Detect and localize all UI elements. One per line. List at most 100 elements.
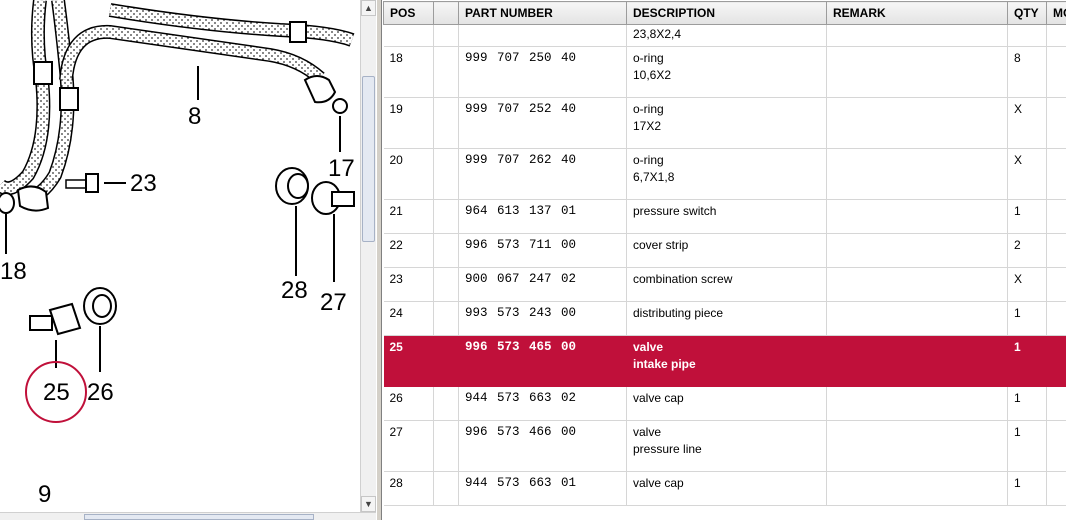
callout-18[interactable]: 18	[0, 258, 27, 285]
header-blank[interactable]	[433, 1, 459, 25]
cell-part-number: 944 573 663 01	[458, 471, 627, 506]
cell-qty: 8	[1007, 46, 1047, 98]
cell-blank	[433, 233, 459, 268]
cell-qty: X	[1007, 97, 1047, 149]
description-line-2: 17X2	[633, 119, 662, 133]
cell-remark	[826, 97, 1008, 149]
cell-pos: 21	[383, 199, 434, 234]
header-mo[interactable]: MO	[1046, 1, 1066, 25]
scrollbar-thumb[interactable]	[362, 76, 375, 242]
callout-26[interactable]: 26	[87, 379, 114, 406]
header-remark[interactable]: REMARK	[826, 1, 1008, 25]
cell-part-number: 964 613 137 01	[458, 199, 627, 234]
callout-27[interactable]: 27	[320, 289, 347, 316]
description-line-1: combination screw	[633, 272, 733, 286]
header-description[interactable]: DESCRIPTION	[626, 1, 827, 25]
description-line-1: valve cap	[633, 476, 684, 490]
scroll-down-icon[interactable]: ▼	[361, 496, 376, 512]
callout-28[interactable]: 28	[281, 277, 308, 304]
callout-8[interactable]: 8	[188, 103, 201, 130]
cell-mo	[1046, 199, 1066, 234]
header-pos[interactable]: POS	[383, 1, 434, 25]
cell-part-number: 999 707 250 40	[458, 46, 627, 98]
cell-blank	[433, 199, 459, 234]
parts-diagram[interactable]: 8 17 23 18 28 27 25 26 9	[0, 0, 360, 512]
table-row-partial[interactable]: 23,8X2,4	[383, 24, 1066, 47]
cell-remark	[826, 199, 1008, 234]
cell-mo	[1046, 233, 1066, 268]
cell-part-number: 900 067 247 02	[458, 267, 627, 302]
cell-qty: 1	[1007, 301, 1047, 336]
description-line-1: o-ring	[633, 102, 664, 116]
pane-splitter[interactable]	[376, 0, 382, 520]
cell-qty: 1	[1007, 199, 1047, 234]
parts-table: POS PART NUMBER DESCRIPTION REMARK QTY M…	[383, 1, 1066, 506]
valve-cap-diagram	[275, 167, 355, 215]
cell-mo	[1046, 46, 1066, 98]
cell-description: 23,8X2,4	[626, 24, 827, 47]
cell-blank	[433, 386, 459, 421]
diagram-horizontal-scrollbar[interactable]	[0, 512, 376, 520]
cell-qty: 1	[1007, 335, 1047, 387]
cell-qty: X	[1007, 148, 1047, 200]
cell-qty: X	[1007, 267, 1047, 302]
cell-description: valve cap	[626, 386, 827, 421]
cell-mo	[1046, 386, 1066, 421]
cell-description: valve cap	[626, 471, 827, 506]
cell-qty: 1	[1007, 386, 1047, 421]
table-row[interactable]: 23 900 067 247 02 combination screw X	[383, 267, 1066, 302]
cell-remark	[826, 335, 1008, 387]
cell-blank	[433, 46, 459, 98]
header-part-number[interactable]: PART NUMBER	[458, 1, 627, 25]
scroll-up-icon[interactable]: ▲	[361, 0, 376, 16]
description-line-1: cover strip	[633, 238, 689, 252]
cell-blank	[433, 301, 459, 336]
callout-9[interactable]: 9	[38, 481, 51, 508]
description-line-2: 10,6X2	[633, 68, 672, 82]
cell-mo	[1046, 301, 1066, 336]
cell-pos: 23	[383, 267, 434, 302]
callout-23[interactable]: 23	[130, 170, 157, 197]
cell-part-number: 993 573 243 00	[458, 301, 627, 336]
callout-25[interactable]: 25	[43, 379, 70, 406]
table-header-row: POS PART NUMBER DESCRIPTION REMARK QTY M…	[383, 1, 1066, 25]
cell-blank	[433, 97, 459, 149]
description-line-2: pressure line	[633, 442, 702, 456]
header-qty[interactable]: QTY	[1007, 1, 1047, 25]
cell-pos: 27	[383, 420, 434, 472]
cell-description: cover strip	[626, 233, 827, 268]
leader-lines	[5, 66, 341, 372]
cell-remark	[826, 471, 1008, 506]
hscrollbar-thumb[interactable]	[84, 514, 314, 520]
diagram-vertical-scrollbar[interactable]: ▲ ▼	[360, 0, 376, 512]
cell-description: o-ring 17X2	[626, 97, 827, 149]
cell-pos: 28	[383, 471, 434, 506]
cell-pos: 19	[383, 97, 434, 149]
table-row[interactable]: 21 964 613 137 01 pressure switch 1	[383, 199, 1066, 234]
description-line-2: 6,7X1,8	[633, 170, 675, 184]
cell-description: combination screw	[626, 267, 827, 302]
cell-part-number: 996 573 466 00	[458, 420, 627, 472]
cell-blank	[433, 148, 459, 200]
selected-callout-ring	[25, 361, 87, 423]
parts-table-pane[interactable]: POS PART NUMBER DESCRIPTION REMARK QTY M…	[382, 0, 1066, 520]
description-line-1: pressure switch	[633, 204, 717, 218]
cell-pos: 25	[383, 335, 434, 387]
exploded-diagram-pane[interactable]: 8 17 23 18 28 27 25 26 9	[0, 0, 360, 512]
cell-pos: 24	[383, 301, 434, 336]
cell-remark	[826, 267, 1008, 302]
cell-mo	[1046, 471, 1066, 506]
cell-qty: 2	[1007, 233, 1047, 268]
callout-17[interactable]: 17	[328, 155, 355, 182]
cell-mo	[1046, 420, 1066, 472]
